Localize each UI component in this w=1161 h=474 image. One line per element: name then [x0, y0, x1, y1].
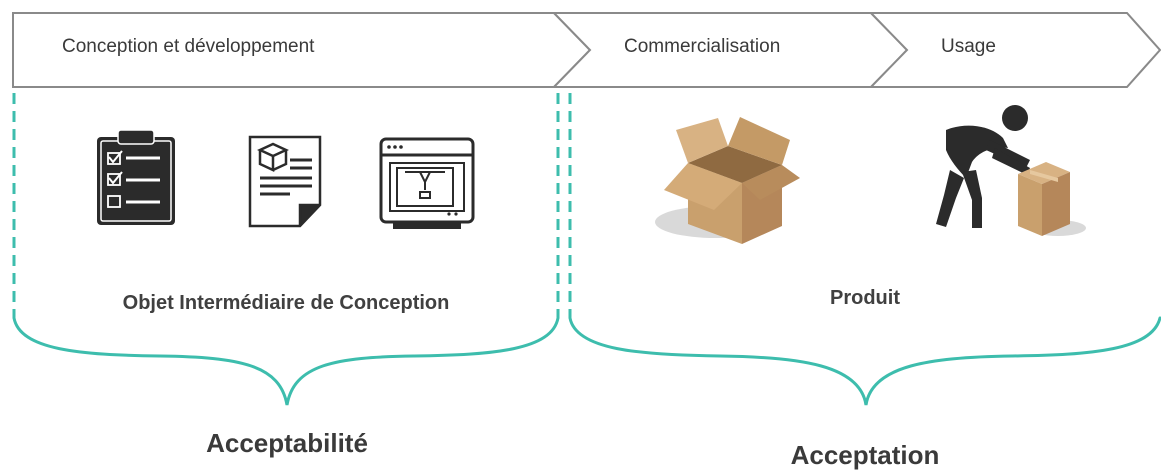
acceptability-label: Acceptabilité [206, 428, 368, 458]
person-lifting-box-icon [936, 105, 1086, 236]
intermediate-object-label: Objet Intermédiaire de Conception [122, 292, 450, 314]
stage-usage-label: Usage [941, 36, 996, 57]
checklist-clipboard-icon [97, 129, 175, 225]
open-cardboard-box-icon [655, 117, 800, 244]
dashed-separators [12, 93, 572, 318]
cad-3d-printer-screen-icon [379, 137, 475, 229]
stage-commercialisation-label: Commercialisation [624, 36, 781, 57]
braces [12, 316, 1161, 406]
right-brace [568, 316, 1161, 406]
acceptance-label: Acceptation [790, 440, 940, 470]
product-label: Produit [830, 287, 900, 309]
stage-conception-label: Conception et développement [62, 36, 315, 57]
process-arrow [12, 12, 1161, 88]
stage3-chevron [868, 12, 1161, 88]
left-brace [12, 316, 560, 406]
product-document-icon [248, 135, 322, 228]
